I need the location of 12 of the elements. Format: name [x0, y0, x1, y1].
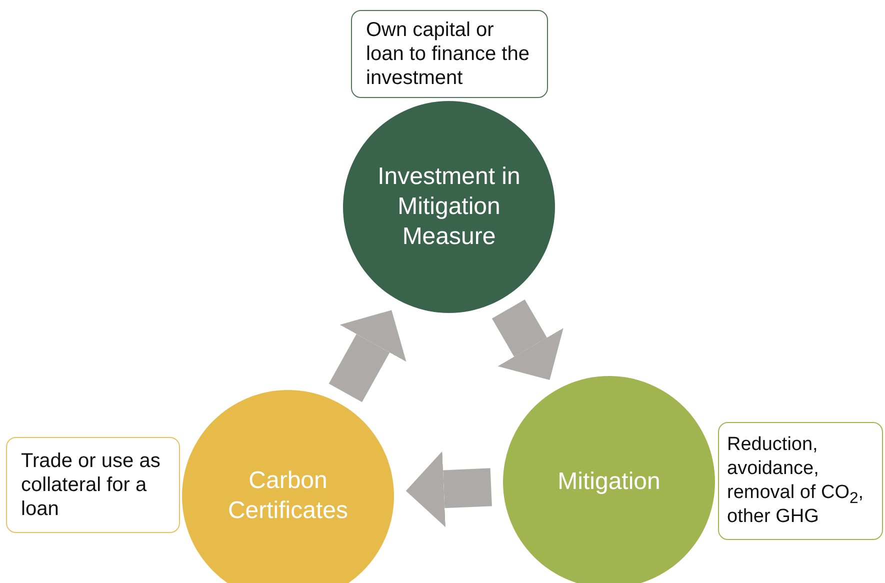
stage-label: Mitigation: [558, 467, 660, 497]
block-arrow: [328, 310, 406, 402]
note-text: Own capital or loan to finance the investment: [366, 18, 530, 90]
stage-label: Investment in Mitigation Measure: [377, 162, 521, 252]
note-text: Trade or use as collateral for a loan: [21, 449, 162, 521]
note-text: Reduction, avoidance, removal of CO$_{2}$, other GHG: [727, 433, 865, 529]
note-box: [351, 10, 548, 98]
block-arrow: [492, 299, 564, 380]
stage-label: Carbon Certificates: [226, 466, 350, 526]
note-box: [718, 422, 883, 540]
note-box: [6, 437, 180, 533]
block-arrow: [406, 451, 492, 528]
